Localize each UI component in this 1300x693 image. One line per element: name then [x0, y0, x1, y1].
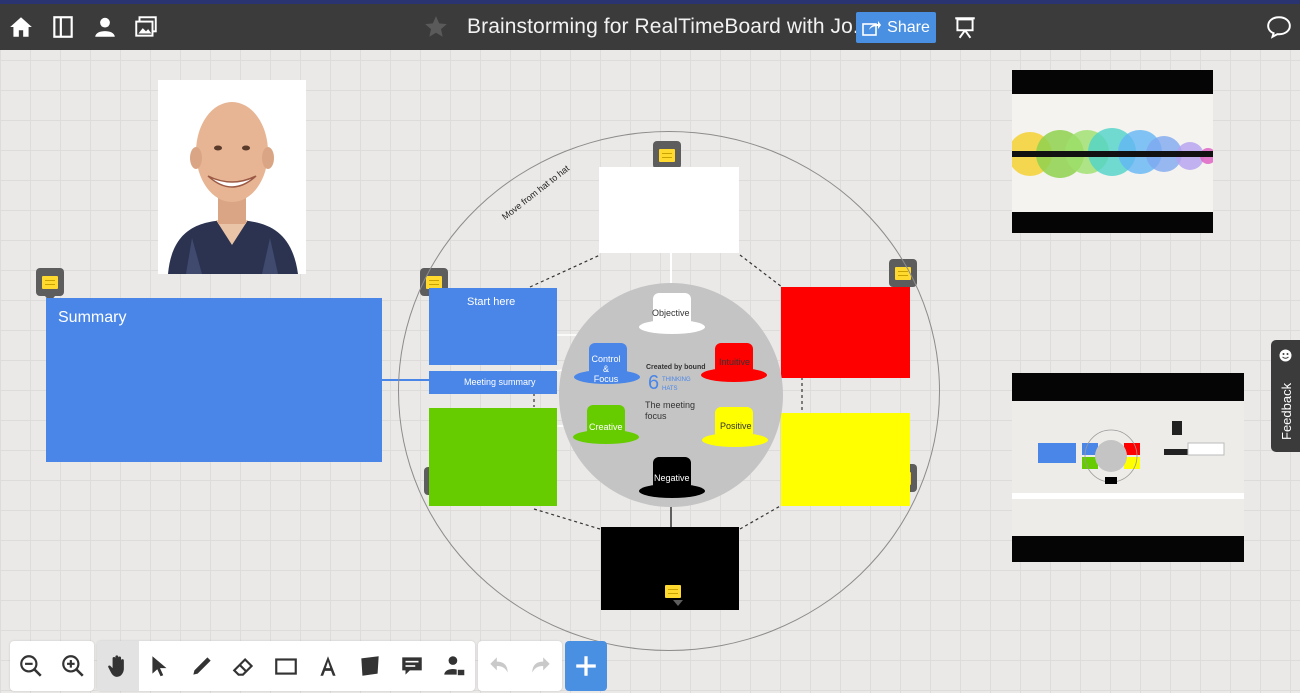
top-bar: Brainstorming for RealTimeBoard with Jo.…	[0, 0, 1300, 50]
pen-tool-button[interactable]	[181, 641, 223, 691]
star-icon[interactable]	[421, 12, 451, 42]
hat-objective-label: Objective	[652, 308, 690, 318]
sticky-note-marker[interactable]	[664, 582, 683, 606]
cursor-icon	[152, 656, 167, 677]
redo-icon	[532, 657, 550, 673]
hat-control-label: Control & Focus	[591, 354, 621, 384]
home-icon[interactable]	[6, 12, 36, 42]
feedback-tab[interactable]: Feedback	[1271, 340, 1300, 452]
smiley-icon	[1279, 349, 1292, 362]
rectangle-tool-button[interactable]	[265, 641, 307, 691]
summary-label: Summary	[58, 309, 127, 326]
comment-tool-button[interactable]	[391, 641, 433, 691]
share-label: Share	[887, 18, 930, 36]
boards-icon[interactable]	[48, 12, 78, 42]
hand-icon	[108, 655, 124, 677]
add-button[interactable]	[565, 641, 607, 691]
share-button[interactable]: Share	[856, 12, 936, 43]
black-hat-box[interactable]	[601, 527, 739, 610]
zoom-out-icon	[20, 655, 42, 677]
plus-icon	[576, 656, 596, 676]
presentation-icon[interactable]	[950, 12, 980, 42]
summary-block[interactable]: Summary	[46, 298, 382, 462]
meeting-summary-box[interactable]: Meeting summary	[429, 371, 557, 394]
board-overview-screenshot[interactable]	[1012, 373, 1244, 562]
undo-button[interactable]	[478, 641, 520, 691]
user-icon	[444, 656, 466, 677]
hat-positive-label: Positive	[720, 421, 752, 431]
yellow-hat-box[interactable]	[781, 413, 910, 506]
select-tool-button[interactable]	[139, 641, 181, 691]
green-hat-box[interactable]	[429, 408, 557, 506]
undo-icon	[490, 657, 508, 673]
zoom-in-button[interactable]	[52, 641, 94, 691]
images-icon[interactable]	[131, 12, 161, 42]
hat-negative-label: Negative	[654, 473, 690, 483]
sticky-note-marker[interactable]	[36, 268, 64, 302]
hats-graphic	[573, 293, 768, 498]
text-tool-button[interactable]	[307, 641, 349, 691]
redo-button[interactable]	[520, 641, 562, 691]
white-hat-box[interactable]	[599, 167, 739, 253]
share-icon	[862, 20, 882, 36]
sticky-note-icon	[361, 656, 379, 676]
board-title: Brainstorming for RealTimeBoard with Jo.…	[467, 15, 871, 38]
comment-icon	[402, 657, 422, 675]
hat-intuitive-label: Intuitive	[719, 357, 751, 367]
timeline-screenshot[interactable]	[1012, 70, 1213, 233]
portrait-photo[interactable]	[158, 80, 306, 274]
rectangle-icon	[275, 658, 297, 675]
pen-icon	[193, 657, 211, 675]
sticky-note-tool-button[interactable]	[349, 641, 391, 691]
zoom-out-button[interactable]	[10, 641, 52, 691]
user-tool-button[interactable]	[433, 641, 475, 691]
center-brand: Created by bound	[646, 364, 706, 371]
center-focus: The meeting focus	[645, 400, 696, 421]
eraser-tool-button[interactable]	[223, 641, 265, 691]
center-number: 6	[648, 372, 660, 394]
feedback-label: Feedback	[1279, 382, 1294, 440]
bottom-toolbar	[10, 641, 607, 691]
eraser-icon	[232, 657, 254, 676]
text-icon	[320, 656, 336, 676]
center-hats: HATS	[662, 386, 678, 392]
hand-tool-button[interactable]	[97, 641, 139, 691]
collaborators-icon[interactable]	[90, 12, 120, 42]
red-hat-box[interactable]	[781, 287, 910, 378]
start-here-label: Start here	[467, 296, 516, 308]
outer-circle[interactable]	[398, 131, 940, 651]
meeting-summary-label: Meeting summary	[464, 377, 536, 387]
hat-creative-label: Creative	[589, 422, 623, 432]
start-here-box[interactable]: Start here	[429, 288, 557, 365]
center-thinking: THINKING	[662, 377, 691, 383]
zoom-in-icon	[62, 655, 84, 677]
chat-icon[interactable]	[1264, 12, 1294, 42]
